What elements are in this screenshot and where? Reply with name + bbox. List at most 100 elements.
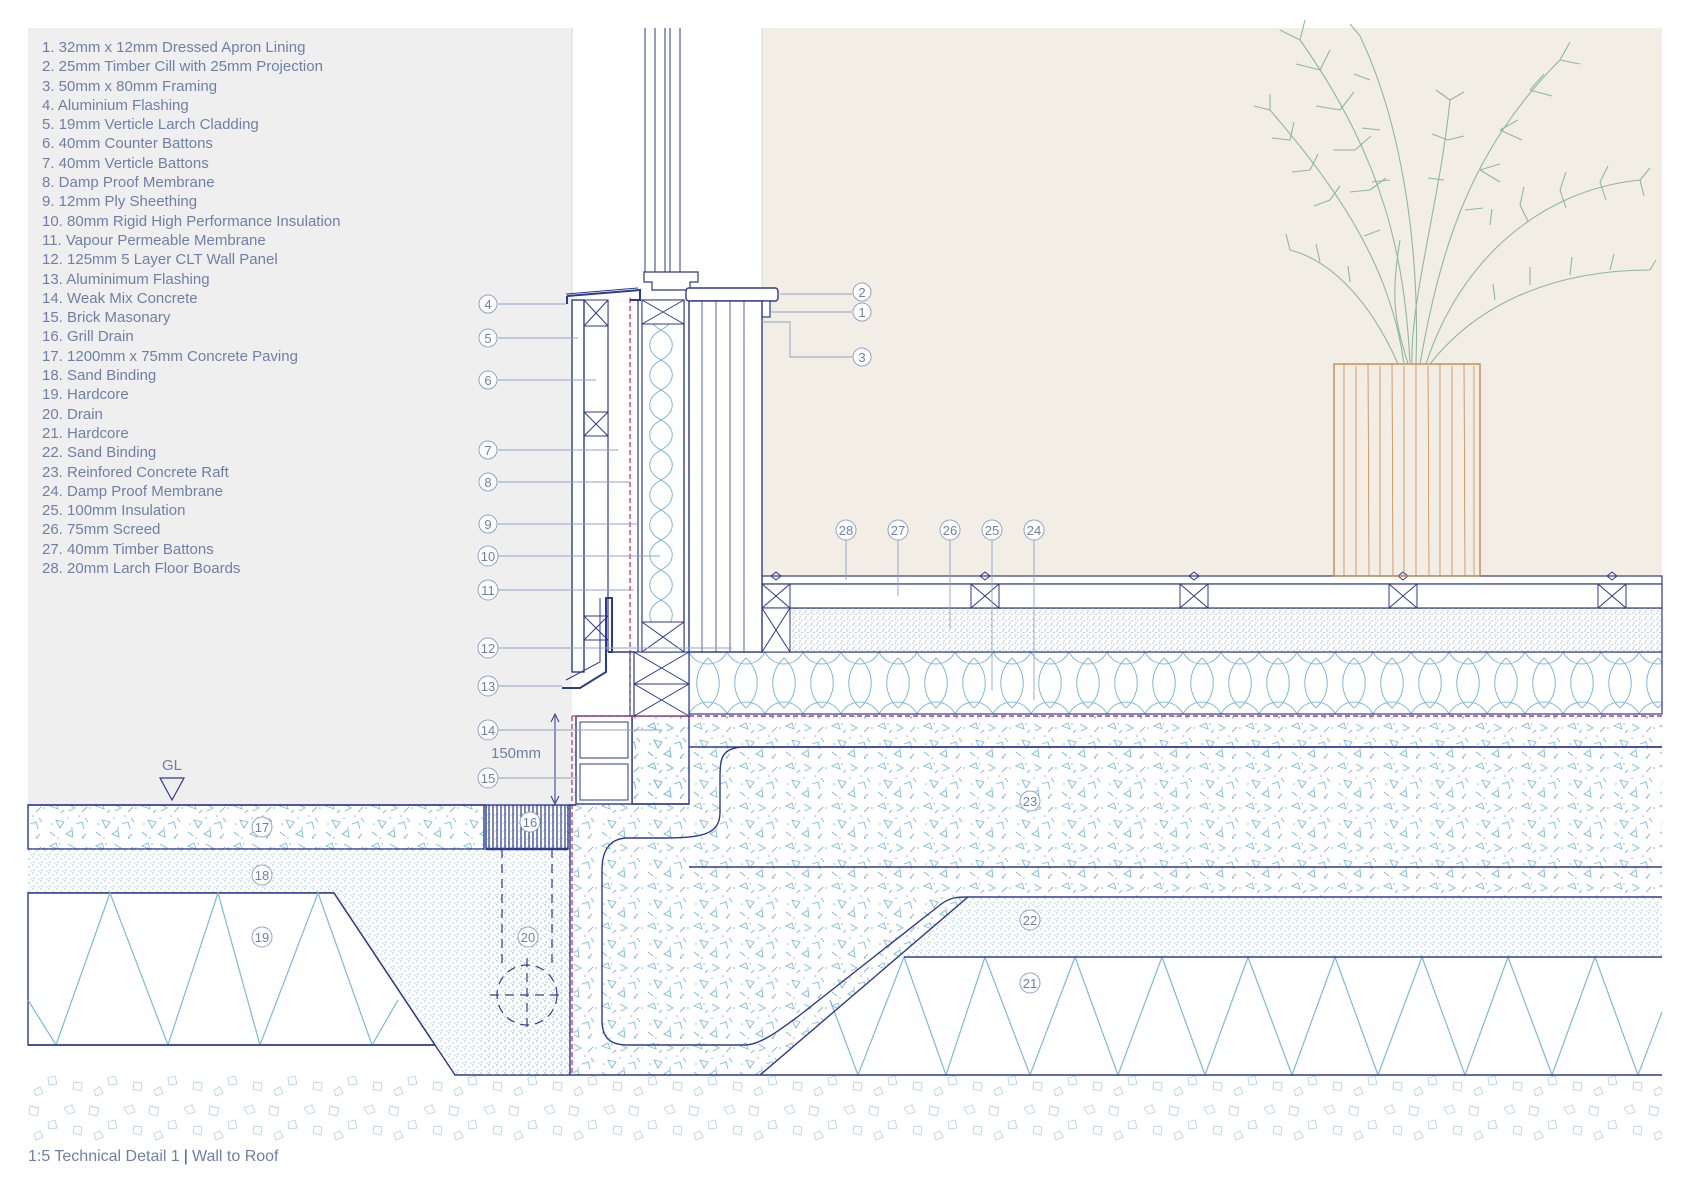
legend-item: 25. 100mm Insulation [42,502,186,520]
svg-text:7: 7 [484,443,491,458]
tag-6[interactable]: 6 [478,370,498,390]
tag-10[interactable]: 10 [477,545,499,567]
tag-28[interactable]: 28 [835,519,857,541]
svg-text:24: 24 [1027,523,1041,538]
tag-7[interactable]: 7 [478,440,498,460]
subsoil [28,1075,1662,1142]
tag-24[interactable]: 24 [1023,519,1045,541]
svg-text:11: 11 [481,583,495,598]
legend-item: 19. Hardcore [42,386,129,404]
svg-text:13: 13 [481,679,495,694]
svg-text:26: 26 [943,523,957,538]
legend-item: 18. Sand Binding [42,367,157,385]
tag-14[interactable]: 14 [477,719,499,741]
svg-text:2: 2 [858,285,865,300]
tag-5[interactable]: 5 [478,328,498,348]
caption-separator: | [183,1148,188,1165]
caption-subtitle: Wall to Roof [191,1148,279,1165]
tag-18[interactable]: 18 [251,864,273,886]
sand-binding-interior [904,897,1662,957]
svg-text:8: 8 [484,475,491,490]
tag-19[interactable]: 19 [251,926,273,948]
tag-20[interactable]: 20 [517,926,539,948]
tag-12[interactable]: 12 [477,637,499,659]
drawing-caption: 1:5 Technical Detail 1|Wall to Roof [28,1148,279,1166]
tag-16[interactable]: 16 [519,811,541,833]
exterior-wall-background [28,28,572,804]
svg-text:12: 12 [481,641,495,656]
legend-item: 27. 40mm Timber Battons [42,540,214,558]
tag-17[interactable]: 17 [251,816,273,838]
legend-item: 14. Weak Mix Concrete [42,289,198,307]
legend-item: 12. 125mm 5 Layer CLT Wall Panel [42,251,278,269]
legend-item: 8. Damp Proof Membrane [42,174,215,192]
reinforced-concrete-raft [574,716,1662,1075]
svg-text:5: 5 [484,331,491,346]
svg-text:10: 10 [481,549,495,564]
tag-8[interactable]: 8 [478,472,498,492]
legend-item: 2. 25mm Timber Cill with 25mm Projection [42,58,323,76]
legend-item: 21. Hardcore [42,424,129,442]
svg-text:4: 4 [484,297,491,312]
aluminium-flashing-top [566,288,641,304]
tag-25[interactable]: 25 [981,519,1003,541]
legend-item: 3. 50mm x 80mm Framing [42,77,218,95]
tag-2[interactable]: 2 [852,282,872,302]
tag-26[interactable]: 26 [939,519,961,541]
tag-13[interactable]: 13 [477,675,499,697]
svg-text:16: 16 [523,815,537,830]
svg-text:28: 28 [839,523,853,538]
svg-text:21: 21 [1023,976,1037,991]
legend-item: 16. Grill Drain [42,328,134,346]
svg-text:1: 1 [858,305,865,320]
hardcore-interior [760,957,1662,1075]
tag-9[interactable]: 9 [478,514,498,534]
tag-27[interactable]: 27 [887,519,909,541]
floor-insulation [688,651,1663,715]
svg-text:20: 20 [521,930,535,945]
legend-item: 24. Damp Proof Membrane [42,482,223,500]
tag-15[interactable]: 15 [477,767,499,789]
timber-battens-zone [761,583,1663,609]
tag-1[interactable]: 1 [852,302,872,322]
svg-text:25: 25 [985,523,999,538]
svg-text:22: 22 [1023,913,1037,928]
tag-3[interactable]: 3 [852,347,872,367]
tag-23[interactable]: 23 [1019,790,1041,812]
floor-screed [761,607,1663,653]
timber-cill [685,287,779,302]
rigid-wall-insulation [641,299,685,653]
legend-item: 11. Vapour Permeable Membrane [42,231,266,249]
legend-item: 5. 19mm Verticle Larch Cladding [42,116,259,134]
legend-item: 26. 75mm Screed [42,521,161,539]
legend-item: 15. Brick Masonary [42,309,171,327]
dressed-apron-lining [761,300,771,318]
planter [1333,363,1481,577]
leader-lines [498,293,1035,779]
svg-text:9: 9 [484,517,491,532]
tag-21[interactable]: 21 [1019,972,1041,994]
drain-pipe [490,849,564,1032]
hardcore-zigzag-exterior [27,890,399,1047]
legend-item: 1. 32mm x 12mm Dressed Apron Lining [42,39,306,56]
tag-4[interactable]: 4 [478,294,498,314]
svg-text:3: 3 [858,350,865,365]
legend-item: 7. 40mm Verticle Battons [42,154,209,172]
legend-item: 13. Aluminimum Flashing [42,270,210,288]
svg-text:14: 14 [481,723,495,738]
ground-level-marker: GL [158,757,186,802]
caption-title: 1:5 Technical Detail 1 [28,1148,180,1165]
brick-masonry-lower [579,763,629,801]
tag-11[interactable]: 11 [477,579,499,601]
legend-item: 4. Aluminium Flashing [42,96,189,114]
legend-item: 20. Drain [42,405,103,423]
ground-level-label: GL [162,757,182,774]
svg-text:23: 23 [1023,794,1037,809]
brick-masonry-upper [579,721,629,759]
legend-item: 10. 80mm Rigid High Performance Insulati… [42,212,341,230]
legend-item: 22. Sand Binding [42,444,157,462]
tag-22[interactable]: 22 [1019,909,1041,931]
svg-text:19: 19 [255,930,269,945]
wall-footing [631,715,690,805]
